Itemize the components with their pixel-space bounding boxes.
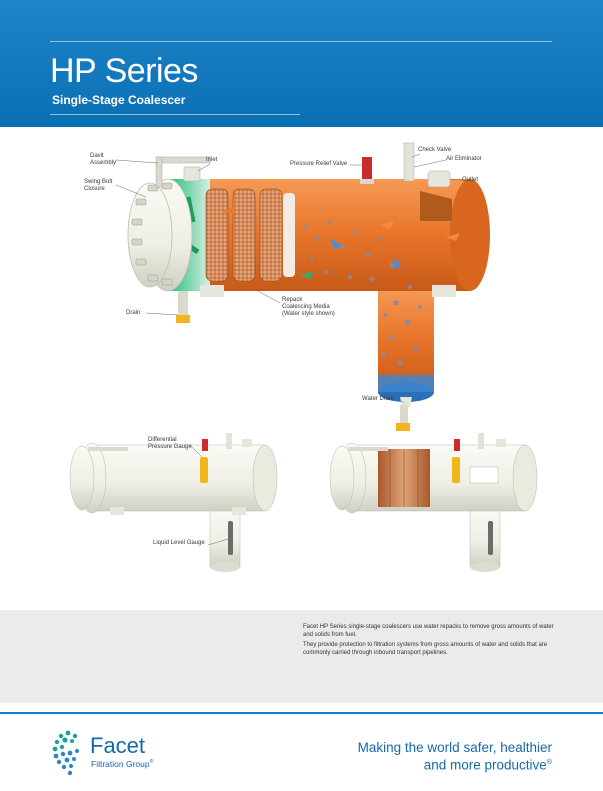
callout-liquid-level-gauge: Liquid Level Gauge [153,540,205,546]
tagline: Making the world safer, healthier and mo… [357,740,552,773]
callout-drain: Drain [126,310,141,316]
header-rule-top [50,41,552,42]
logo-subline: Filtration Group® [91,759,154,769]
callout-water-drain: Water Drain [362,396,394,402]
description-paragraph-2: They provide protection to filtration sy… [303,642,548,656]
description-text: Facet HP Series single-stage coalescers … [303,623,558,659]
coalescer-illustration-svg [69,142,538,572]
logo-wordmark: Facet [90,733,146,758]
exterior-vessel [69,433,278,572]
header-rule-bottom [50,114,300,115]
header-banner: HP Series Single-Stage Coalescer [0,0,603,127]
callout-air-eliminator: Air Eliminator [446,156,482,162]
footer-rule [0,712,603,714]
facet-logo-mark-icon [52,730,79,776]
partial-cutaway-vessel [329,433,538,572]
callout-leaders [115,153,463,546]
callout-outlet: Outlet [462,177,479,183]
page-title: HP Series [50,52,198,90]
callout-inlet: Inlet [206,157,218,163]
main-vessel [127,142,490,431]
facet-logo: Facet Filtration Group® [50,727,200,777]
callout-check-valve: Check Valve [418,147,452,153]
description-paragraph-1: Facet HP Series single-stage coalescers … [303,624,554,638]
page-subtitle: Single-Stage Coalescer [52,93,186,107]
callout-pressure-relief-valve: Pressure Relief Valve [290,161,348,167]
sump-body [378,287,434,392]
description-band [0,610,603,703]
